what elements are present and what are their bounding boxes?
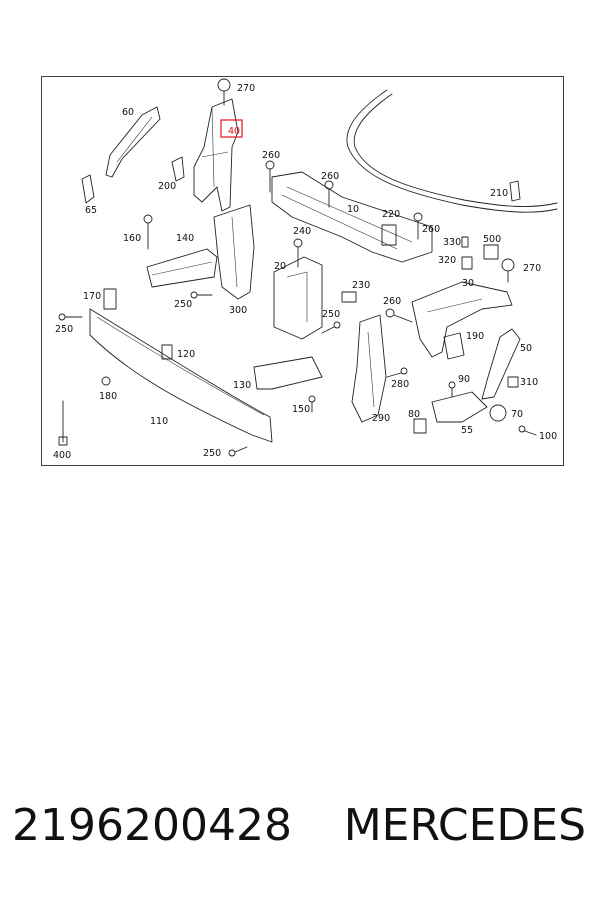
label-260: 260 <box>262 150 280 161</box>
part-500 <box>483 244 499 260</box>
bolt-250-a <box>190 291 213 299</box>
parts-diagram-frame: 40 270 60 65 200 260 260 10 210 220 260 … <box>41 76 564 466</box>
label-65: 65 <box>85 205 97 216</box>
label-320: 320 <box>438 255 456 266</box>
part-320 <box>461 256 473 270</box>
bolt-260-d <box>385 308 413 323</box>
label-50: 50 <box>520 343 532 354</box>
label-330: 330 <box>443 237 461 248</box>
label-250: 250 <box>174 299 192 310</box>
label-130: 130 <box>233 380 251 391</box>
bracket-300 <box>213 204 255 300</box>
arm-55 <box>431 391 488 423</box>
label-90: 90 <box>458 374 470 385</box>
label-140: 140 <box>176 233 194 244</box>
bushing-80 <box>413 418 427 434</box>
bolt-260-a <box>265 160 275 193</box>
label-30: 30 <box>462 278 474 289</box>
part-number: 2196200428 <box>12 800 292 851</box>
label-310: 310 <box>520 377 538 388</box>
label-40-highlighted: 40 <box>228 126 240 137</box>
bolt-260-c <box>413 212 423 240</box>
stabilizer-bar <box>346 89 558 213</box>
label-10: 10 <box>347 204 359 215</box>
exploded-parts-diagram: 40 270 60 65 200 260 260 10 210 220 260 … <box>53 78 558 461</box>
arm-50 <box>481 328 521 400</box>
bracket-30 <box>411 281 513 358</box>
bolt-280 <box>386 367 408 378</box>
label-80: 80 <box>408 409 420 420</box>
bolt-250-d <box>228 446 248 457</box>
part-330 <box>461 236 469 248</box>
label-110: 110 <box>150 416 168 427</box>
highlight-box-40 <box>220 119 243 138</box>
footer: 2196200428 MERCEDES <box>0 800 600 870</box>
bolt-90 <box>448 381 456 398</box>
sleeve-170 <box>103 288 117 310</box>
label-180: 180 <box>99 391 117 402</box>
label-500: 500 <box>483 234 501 245</box>
label-170: 170 <box>83 291 101 302</box>
nut-270-b <box>501 258 515 283</box>
label-60: 60 <box>122 107 134 118</box>
label-20: 20 <box>274 261 286 272</box>
part-230 <box>341 291 357 303</box>
bolt-260-b <box>324 180 334 208</box>
label-290: 290 <box>372 413 390 424</box>
label-260: 260 <box>422 224 440 235</box>
label-400: 400 <box>53 450 71 461</box>
label-200: 200 <box>158 181 176 192</box>
label-230: 230 <box>352 280 370 291</box>
part-200 <box>171 156 185 182</box>
label-280: 280 <box>391 379 409 390</box>
nut-180 <box>101 376 111 386</box>
bracket-130 <box>253 356 323 390</box>
bolt-240 <box>293 238 303 268</box>
bolt-160 <box>143 214 153 250</box>
label-270: 270 <box>523 263 541 274</box>
label-190: 190 <box>466 331 484 342</box>
bolt-250-c <box>321 321 341 334</box>
label-150: 150 <box>292 404 310 415</box>
label-55: 55 <box>461 425 473 436</box>
cross-member-10 <box>271 171 433 263</box>
label-250: 250 <box>322 309 340 320</box>
bolt-100 <box>518 425 537 436</box>
bracket-140 <box>146 248 218 288</box>
label-260: 260 <box>383 296 401 307</box>
part-220 <box>381 224 397 246</box>
label-260: 260 <box>321 171 339 182</box>
bolt-150 <box>308 395 316 413</box>
label-250: 250 <box>55 324 73 335</box>
mount-20 <box>273 256 323 340</box>
brand-name: MERCEDES <box>343 800 586 851</box>
bracket-60 <box>105 106 161 178</box>
bushing-70 <box>489 404 507 422</box>
label-210: 210 <box>490 188 508 199</box>
bolt-250-b <box>58 313 83 321</box>
label-70: 70 <box>511 409 523 420</box>
bracket-290 <box>351 314 387 423</box>
label-270: 270 <box>237 83 255 94</box>
label-250: 250 <box>203 448 221 459</box>
bolt-400 <box>58 400 68 446</box>
part-310 <box>507 376 519 388</box>
label-100: 100 <box>539 431 557 442</box>
part-190 <box>443 332 465 360</box>
part-65 <box>81 174 95 204</box>
front-bar-110 <box>89 308 273 443</box>
label-300: 300 <box>229 305 247 316</box>
bracket-40 <box>193 78 239 212</box>
label-160: 160 <box>123 233 141 244</box>
label-240: 240 <box>293 226 311 237</box>
label-120: 120 <box>177 349 195 360</box>
part-120 <box>161 344 173 360</box>
label-220: 220 <box>382 209 400 220</box>
